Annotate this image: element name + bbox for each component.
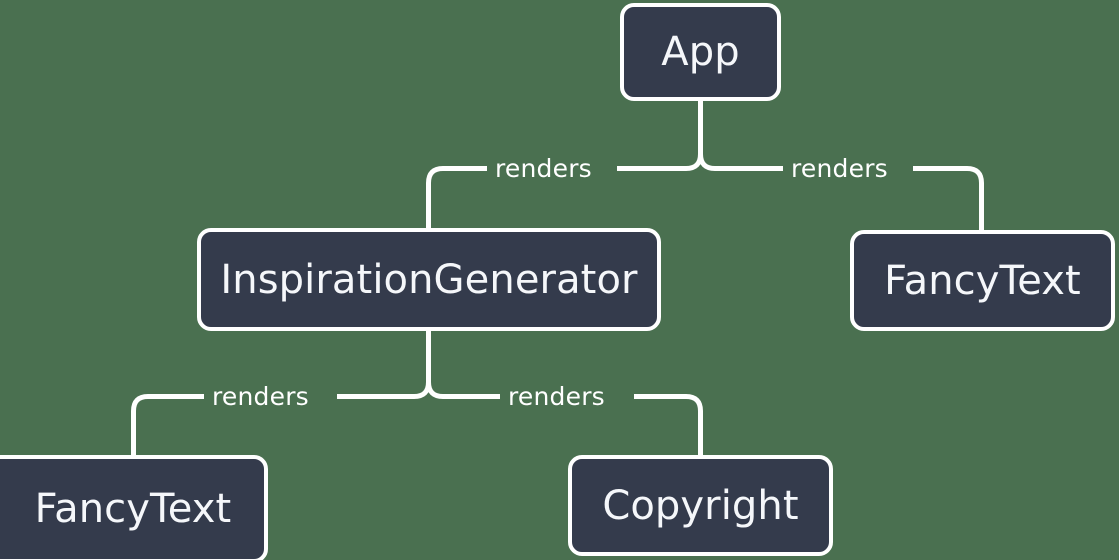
edge-app-junction-right [698, 153, 716, 171]
node-app[interactable]: App [620, 3, 781, 101]
node-fancytext-left[interactable]: FancyText [0, 455, 268, 560]
edge-inspiration-to-copyright-elbow [685, 394, 703, 455]
node-fancytext-left-label: FancyText [34, 486, 232, 532]
edge-label-app-to-fancytext: renders [791, 154, 888, 183]
edge-label-inspiration-generator-to-copyright: renders [508, 382, 605, 411]
node-fancytext-right-label: FancyText [884, 257, 1081, 304]
node-fancytext-right[interactable]: FancyText [850, 230, 1115, 331]
edge-label-app-to-inspiration-generator: renders [495, 154, 592, 183]
edge-inspiration-junction-right [426, 381, 444, 399]
node-copyright[interactable]: Copyright [568, 455, 833, 556]
edge-app-to-inspiration-elbow [426, 166, 444, 228]
node-app-label: App [661, 29, 740, 75]
edge-label-inspiration-generator-to-fancytext: renders [212, 382, 309, 411]
edge-app-to-fancytext-elbow [966, 166, 984, 230]
edge-inspiration-junction-left [413, 381, 431, 399]
edge-app-junction-left [685, 153, 703, 171]
node-copyright-label: Copyright [602, 482, 799, 529]
node-inspiration-generator-label: InspirationGenerator [220, 256, 638, 303]
edge-inspiration-to-fancytext-elbow [131, 394, 149, 455]
node-inspiration-generator[interactable]: InspirationGenerator [197, 228, 661, 331]
